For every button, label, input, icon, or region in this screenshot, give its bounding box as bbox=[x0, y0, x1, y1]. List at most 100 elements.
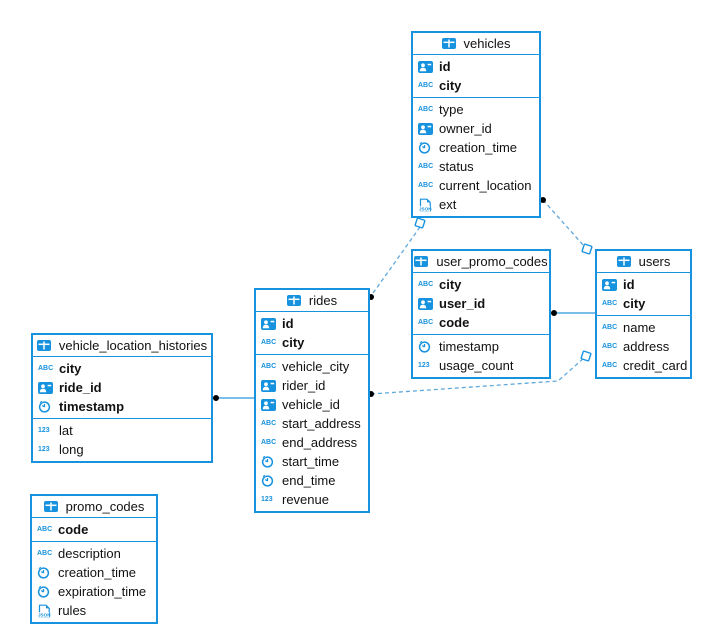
column-row[interactable]: ABC city bbox=[597, 294, 690, 313]
text-abc-icon: ABC bbox=[418, 79, 435, 93]
table-header[interactable]: user_promo_codes bbox=[413, 251, 549, 273]
text-abc-glyph: ABC bbox=[602, 324, 618, 331]
text-abc-glyph: ABC bbox=[418, 182, 434, 189]
column-row[interactable]: ABC current_location bbox=[413, 176, 539, 195]
column-row[interactable]: ABC start_address bbox=[256, 414, 368, 433]
column-row[interactable]: id bbox=[413, 57, 539, 76]
table-header[interactable]: users bbox=[597, 251, 690, 273]
column-label: expiration_time bbox=[58, 584, 147, 599]
column-row[interactable]: owner_id bbox=[413, 119, 539, 138]
column-row[interactable]: creation_time bbox=[413, 138, 539, 157]
table-name-label: vehicles bbox=[463, 36, 511, 51]
text-abc-icon: ABC bbox=[38, 362, 55, 376]
column-label: timestamp bbox=[59, 399, 125, 414]
time-clock-icon bbox=[418, 340, 435, 354]
json-icon: JSON bbox=[37, 604, 54, 618]
table-header[interactable]: vehicle_location_histories bbox=[33, 335, 211, 357]
text-abc-glyph: ABC bbox=[602, 362, 618, 369]
uuid-id-icon bbox=[38, 381, 55, 395]
column-row[interactable]: rider_id bbox=[256, 376, 368, 395]
column-label: owner_id bbox=[439, 121, 492, 136]
text-abc-glyph: ABC bbox=[37, 550, 53, 557]
column-row[interactable]: start_time bbox=[256, 452, 368, 471]
text-abc-glyph: ABC bbox=[261, 363, 277, 370]
column-row[interactable]: id bbox=[597, 275, 690, 294]
text-abc-icon: ABC bbox=[37, 547, 54, 561]
table-name-label: vehicle_location_histories bbox=[58, 338, 208, 353]
column-label: start_address bbox=[282, 416, 361, 431]
column-row[interactable]: id bbox=[256, 314, 368, 333]
text-abc-glyph: ABC bbox=[37, 526, 53, 533]
column-row[interactable]: timestamp bbox=[413, 337, 549, 356]
column-label: rules bbox=[58, 603, 87, 618]
column-label: city bbox=[623, 296, 646, 311]
text-abc-icon: ABC bbox=[261, 336, 278, 350]
column-label: user_id bbox=[439, 296, 486, 311]
text-abc-glyph: ABC bbox=[602, 300, 618, 307]
column-row[interactable]: creation_time bbox=[32, 563, 156, 582]
column-label: start_time bbox=[282, 454, 340, 469]
relation-endpoint-square bbox=[580, 350, 592, 362]
relation-vehicles-users[interactable] bbox=[542, 199, 585, 247]
text-abc-icon: ABC bbox=[602, 297, 619, 311]
table-icon bbox=[286, 294, 304, 308]
column-row[interactable]: end_time bbox=[256, 471, 368, 490]
uuid-id-icon bbox=[602, 278, 619, 292]
text-abc-icon: ABC bbox=[602, 359, 619, 373]
column-row[interactable]: vehicle_id bbox=[256, 395, 368, 414]
relation-rides-users[interactable] bbox=[370, 357, 585, 395]
json-icon: JSON bbox=[418, 198, 435, 212]
text-abc-glyph: ABC bbox=[418, 281, 434, 288]
column-row[interactable]: expiration_time bbox=[32, 582, 156, 601]
column-row[interactable]: timestamp bbox=[33, 397, 211, 416]
column-label: current_location bbox=[439, 178, 532, 193]
relation-vehicles-rides[interactable] bbox=[370, 226, 421, 297]
column-row[interactable]: ABC status bbox=[413, 157, 539, 176]
table-icon bbox=[36, 339, 54, 353]
text-abc-icon: ABC bbox=[418, 278, 435, 292]
column-row[interactable]: user_id bbox=[413, 294, 549, 313]
column-label: long bbox=[59, 442, 84, 457]
table-header[interactable]: promo_codes bbox=[32, 496, 156, 518]
table-header[interactable]: rides bbox=[256, 290, 368, 312]
text-abc-icon: ABC bbox=[418, 179, 435, 193]
text-abc-icon: ABC bbox=[418, 160, 435, 174]
column-label: code bbox=[439, 315, 470, 330]
text-abc-glyph: ABC bbox=[261, 420, 277, 427]
table-header[interactable]: vehicles bbox=[413, 33, 539, 55]
column-label: status bbox=[439, 159, 474, 174]
column-row[interactable]: ride_id bbox=[33, 378, 211, 397]
column-label: end_time bbox=[282, 473, 336, 488]
column-row[interactable]: JSON rules bbox=[32, 601, 156, 620]
column-label: ride_id bbox=[59, 380, 102, 395]
